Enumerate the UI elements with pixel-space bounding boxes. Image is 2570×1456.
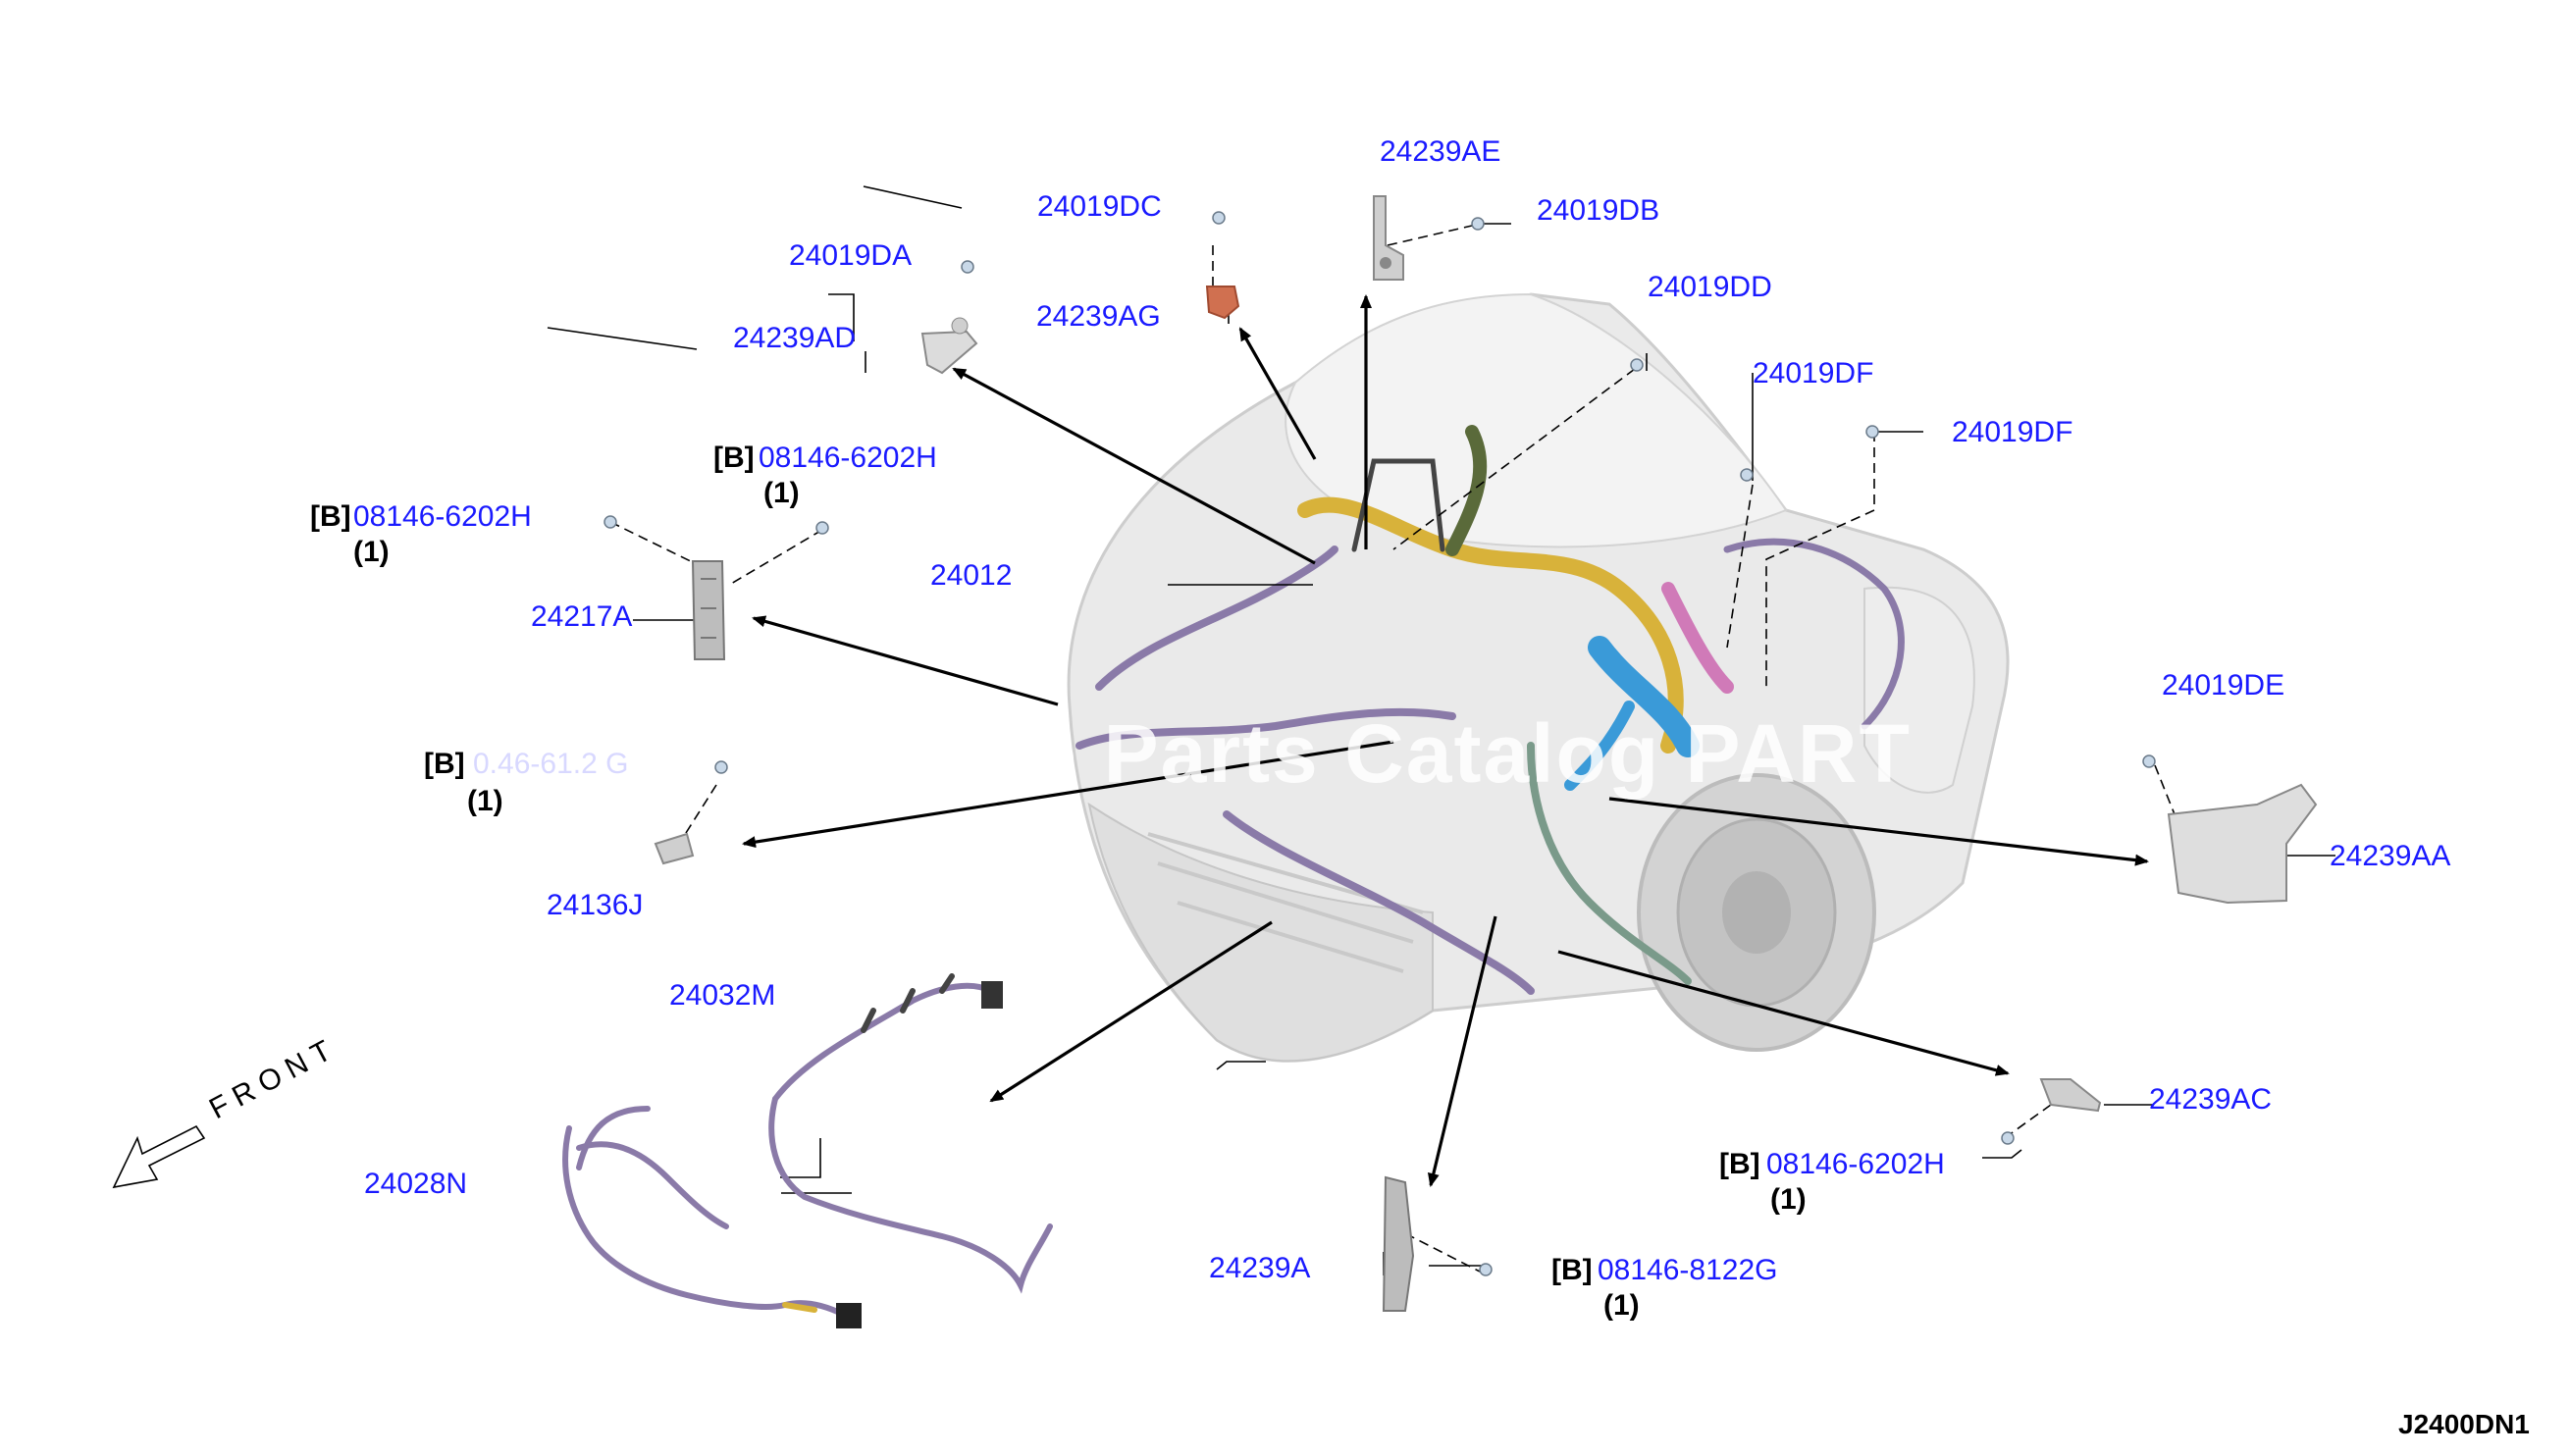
part-label-24239A[interactable]: 24239A [1209, 1252, 1311, 1284]
part-label-08146-6202H-left[interactable]: 08146-6202H [353, 500, 532, 533]
engine-bay-harness [1075, 425, 1905, 995]
diagram-code: J2400DN1 [2398, 1409, 2530, 1439]
quantity-mid: (1) [467, 785, 503, 817]
bracket-24239AC [2039, 1078, 2102, 1113]
part-label-24028N[interactable]: 24028N [364, 1168, 468, 1200]
vehicle-body [1067, 292, 2010, 1063]
part-label-24019DC[interactable]: 24019DC [1037, 190, 1162, 223]
bracket-tag-bottom: [B] [1551, 1254, 1593, 1286]
harness-24032M [768, 973, 1053, 1294]
bracket-tag-left: [B] [310, 500, 351, 533]
part-label-24239AD[interactable]: 24239AD [733, 322, 857, 354]
part-label-24019DE[interactable]: 24019DE [2162, 669, 2285, 702]
bracket-24239AA [2167, 783, 2318, 905]
part-label-08146-8122G[interactable]: 08146-8122G [1598, 1254, 1778, 1286]
bracket-tag-top: [B] [713, 442, 755, 474]
part-label-24239AE[interactable]: 24239AE [1380, 135, 1501, 168]
part-label-24239AA[interactable]: 24239AA [2330, 840, 2451, 872]
quantity-right: (1) [1770, 1183, 1807, 1216]
part-label-24239AG[interactable]: 24239AG [1036, 300, 1161, 333]
part-label-24019DD[interactable]: 24019DD [1648, 271, 1772, 303]
watermark: o Parts Catalog PART [1026, 707, 1912, 800]
bracket-tag-right: [B] [1719, 1148, 1760, 1180]
bracket-24239A [1382, 1175, 1415, 1312]
part-label-24239AC[interactable]: 24239AC [2149, 1083, 2273, 1116]
bracket-24239AE [1373, 195, 1404, 281]
front-arrow-icon [112, 1124, 206, 1189]
part-label-24217A[interactable]: 24217A [531, 600, 633, 633]
quantity-top: (1) [763, 477, 800, 509]
harness-24028N [562, 1106, 862, 1328]
part-label-24136J[interactable]: 24136J [547, 889, 644, 921]
bracket-24136J [654, 832, 695, 865]
bracket-24217A [691, 560, 726, 660]
part-label-24032M[interactable]: 24032M [669, 979, 776, 1012]
part-label-08146-mid[interactable]: 0.46-61.2 G [473, 748, 629, 780]
quantity-bottom: (1) [1603, 1289, 1640, 1322]
part-label-08146-6202H-top[interactable]: 08146-6202H [759, 442, 937, 474]
bracket-tag-mid: [B] [424, 748, 465, 780]
part-label-24019DA[interactable]: 24019DA [789, 239, 913, 272]
quantity-left: (1) [353, 536, 390, 568]
part-label-24019DF-1[interactable]: 24019DF [1753, 357, 1874, 390]
part-label-24012[interactable]: 24012 [930, 559, 1013, 592]
bracket-24239AD [920, 317, 978, 375]
pointer-arrows [742, 294, 2149, 1187]
part-label-24019DB[interactable]: 24019DB [1537, 194, 1660, 227]
bolts [603, 211, 2156, 1276]
part-label-24019DF-2[interactable]: 24019DF [1952, 416, 2073, 448]
bracket-24239AG [1205, 286, 1240, 320]
part-label-08146-6202H-right[interactable]: 08146-6202H [1766, 1148, 1945, 1180]
